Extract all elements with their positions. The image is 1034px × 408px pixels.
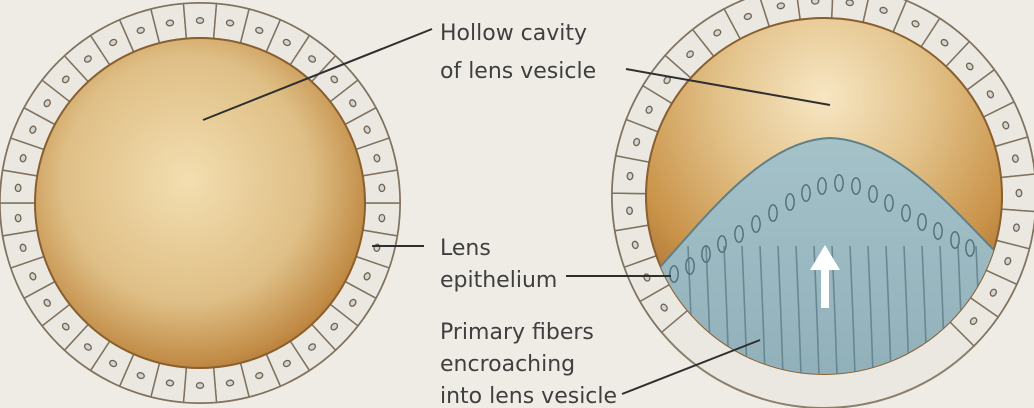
right-epithelial-nucleus bbox=[627, 172, 633, 180]
left-epithelial-nucleus bbox=[166, 20, 174, 27]
right-epithelial-nucleus bbox=[1013, 224, 1020, 232]
left-lens-vesicle bbox=[0, 3, 400, 403]
left-epithelial-nucleus bbox=[15, 214, 21, 222]
label-primary-fibers-line2: encroaching bbox=[440, 352, 575, 377]
left-epithelial-nucleus bbox=[15, 184, 21, 192]
label-primary-fibers-line3: into lens vesicle bbox=[440, 384, 617, 408]
label-lens-epithelium-line2: epithelium bbox=[440, 268, 557, 293]
right-epithelial-nucleus bbox=[626, 207, 632, 215]
label-primary-fibers-line1: Primary fibers bbox=[440, 320, 594, 345]
left-epithelial-nucleus bbox=[379, 184, 385, 192]
label-lens-epithelium: Lens epithelium bbox=[440, 236, 557, 293]
label-hollow-cavity-line1: Hollow cavity bbox=[440, 21, 587, 46]
label-hollow-cavity-line2: of lens vesicle bbox=[440, 59, 596, 84]
left-epithelial-nucleus bbox=[166, 380, 174, 387]
left-epithelial-nucleus bbox=[196, 18, 203, 24]
right-epithelial-nucleus bbox=[811, 0, 818, 4]
left-epithelial-nucleus bbox=[226, 380, 234, 387]
right-lens-vesicle bbox=[612, 0, 1034, 408]
left-hollow-cavity bbox=[35, 38, 365, 368]
label-lens-epithelium-line1: Lens bbox=[440, 236, 491, 261]
label-primary-fibers: Primary fibers encroaching into lens ves… bbox=[440, 320, 617, 408]
right-epithelial-nucleus bbox=[1012, 155, 1019, 163]
label-hollow-cavity: Hollow cavity of lens vesicle bbox=[440, 21, 596, 84]
left-epithelial-nucleus bbox=[226, 20, 234, 27]
left-epithelial-nucleus bbox=[379, 214, 385, 222]
right-epithelial-nucleus bbox=[846, 0, 854, 6]
left-epithelial-nucleus bbox=[196, 383, 203, 389]
right-epithelial-nucleus bbox=[1016, 189, 1022, 196]
